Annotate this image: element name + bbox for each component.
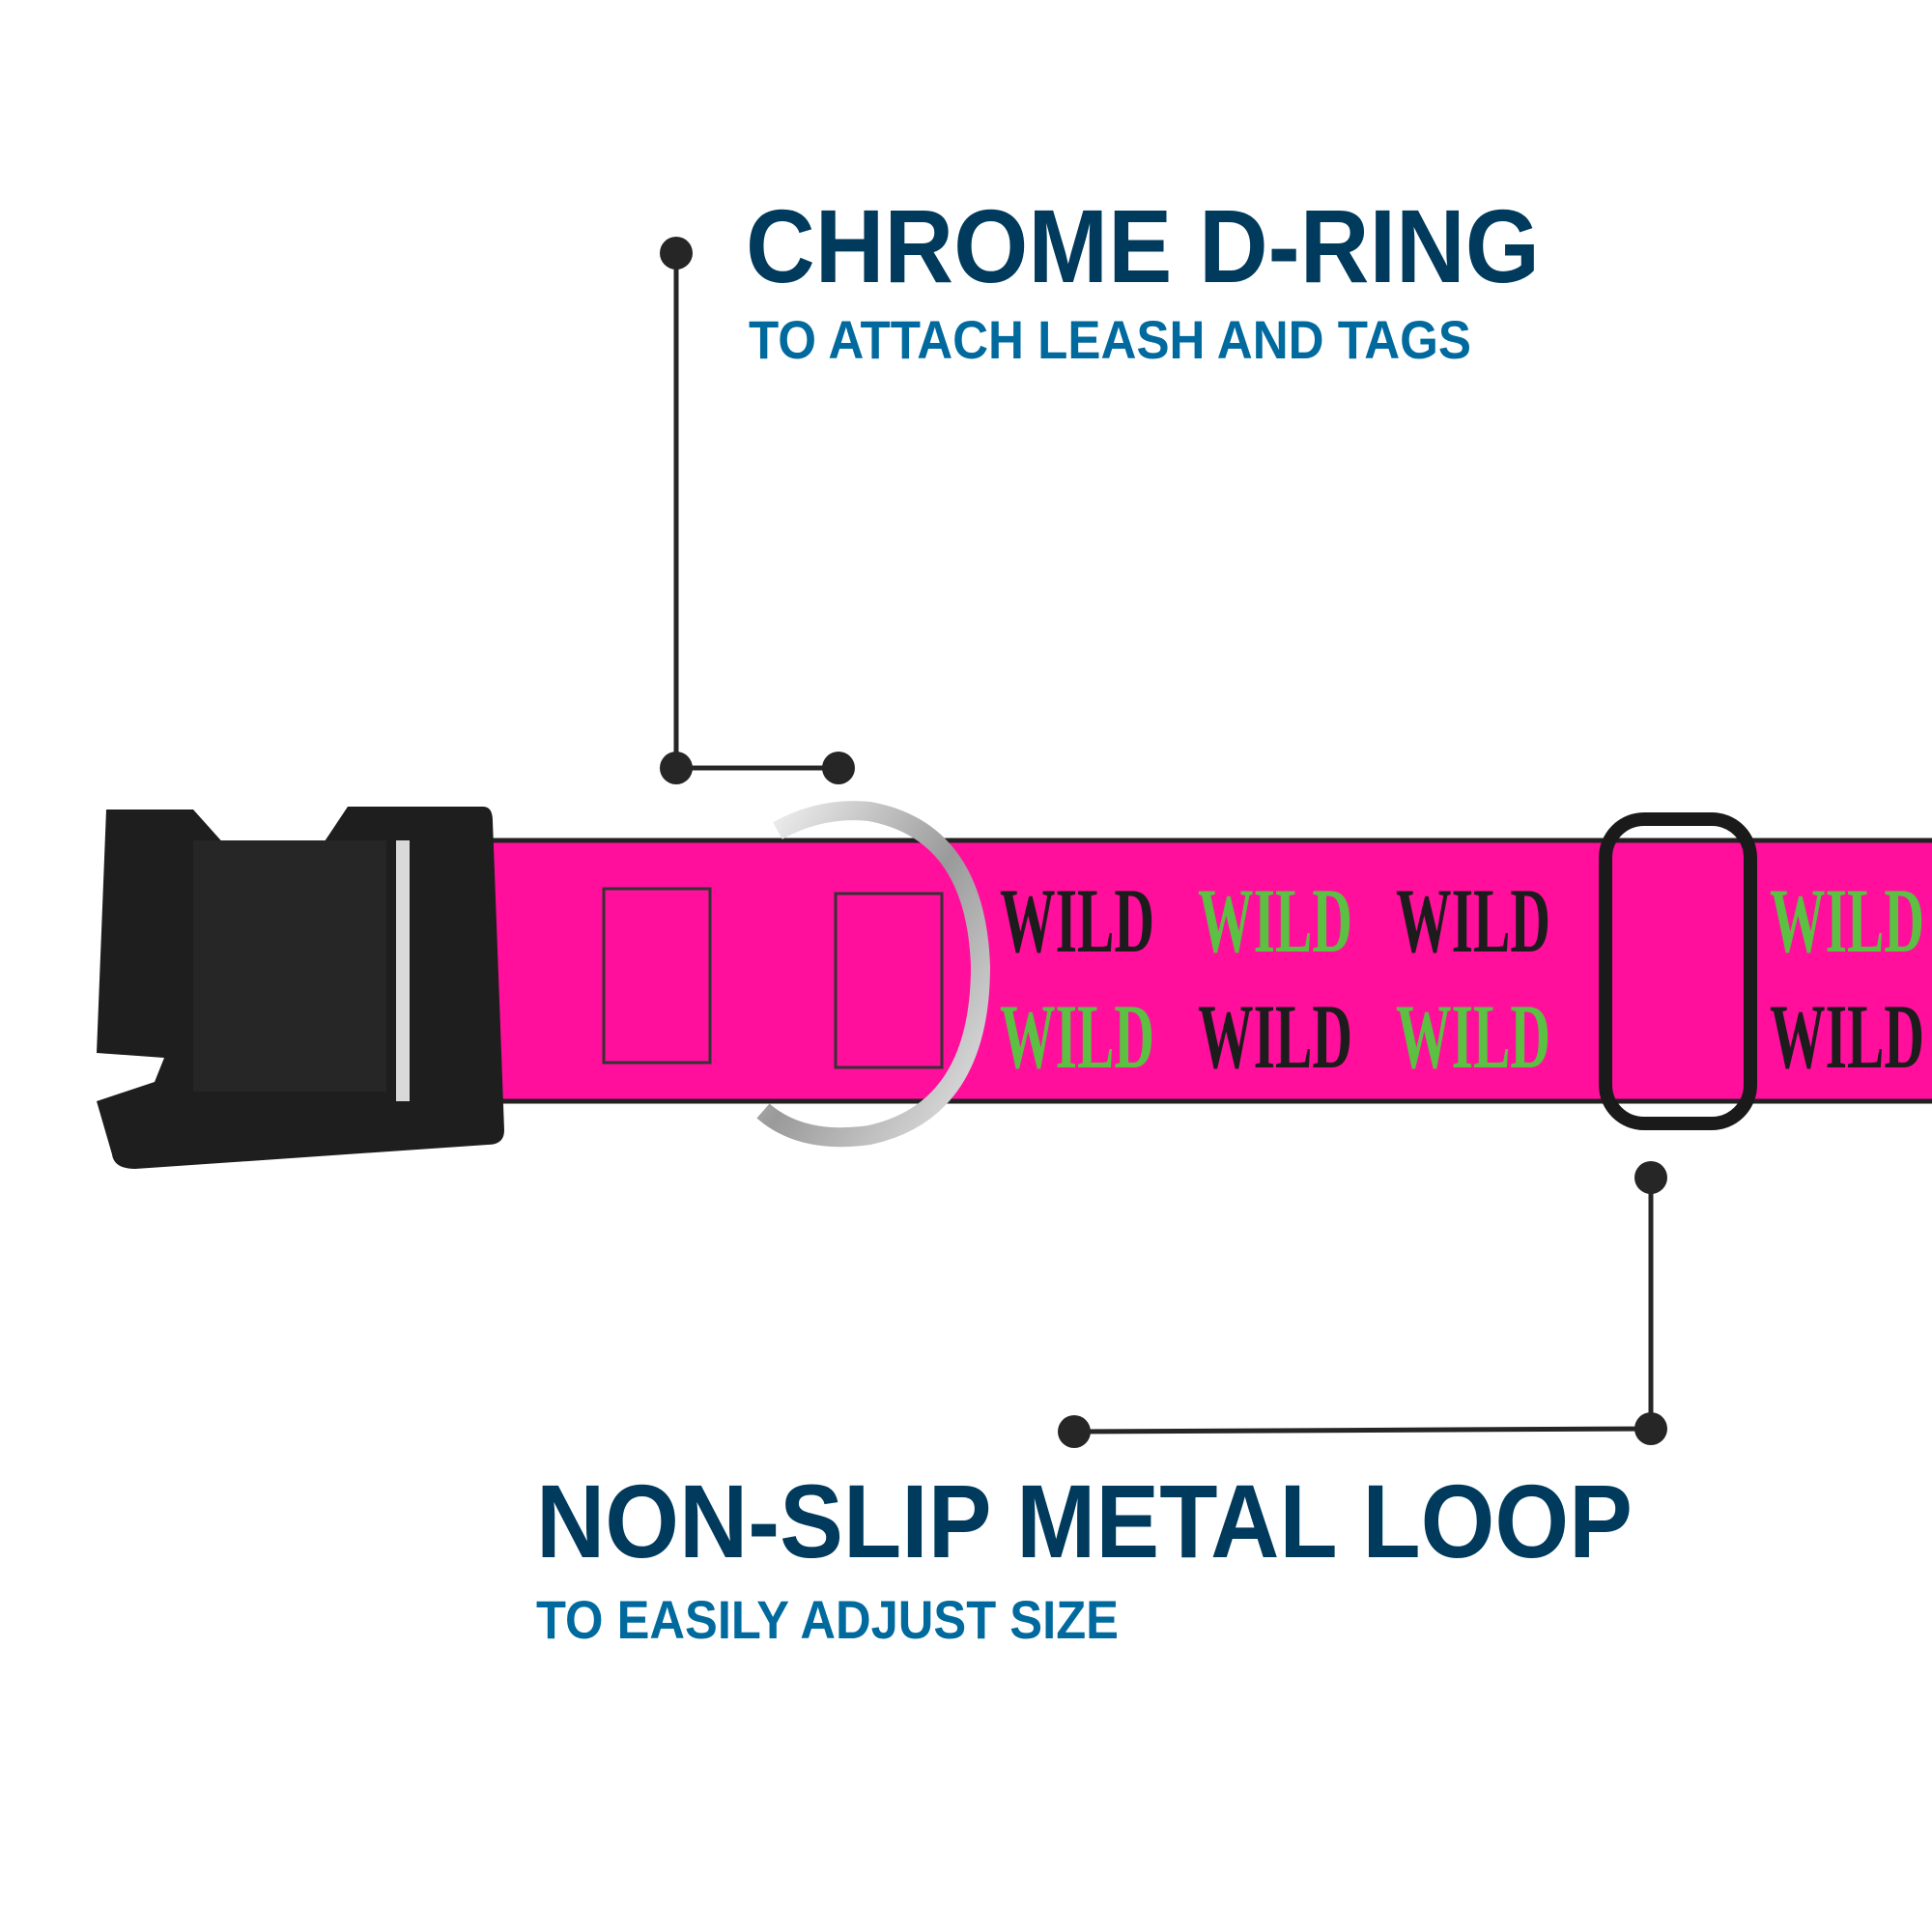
d-ring (602, 801, 991, 1148)
callout-dot (822, 752, 855, 784)
pattern-text: WILD (1396, 869, 1550, 972)
callout-dot (1634, 1412, 1667, 1445)
callout-dot (1058, 1415, 1091, 1448)
buckle (97, 807, 504, 1169)
pattern-text: WILD (1000, 985, 1154, 1088)
pattern-text: WILD (1000, 869, 1154, 972)
d-ring-subtitle: TO ATTACH LEASH AND TAGS (749, 309, 1471, 370)
d-ring-title: CHROME D-RING (746, 187, 1540, 304)
pattern-text: WILD (1770, 985, 1924, 1088)
pattern-text: WILD (1396, 985, 1550, 1088)
loop-callout: NON-SLIP METAL LOOP TO EASILY ADJUST SIZ… (536, 1161, 1667, 1650)
pattern-text: WILD (1198, 985, 1352, 1088)
callout-dot (660, 752, 693, 784)
d-ring-callout: CHROME D-RING TO ATTACH LEASH AND TAGS (660, 187, 1540, 784)
metal-loop (1599, 812, 1757, 1130)
loop-subtitle: TO EASILY ADJUST SIZE (536, 1589, 1119, 1650)
pattern-text: WILD (1198, 869, 1352, 972)
callout-dot (660, 237, 693, 270)
pattern-text: WILD (1770, 869, 1924, 972)
collar-pattern: WILD WILD WILD WILD WILD WILD WILD WILD (1000, 869, 1924, 1088)
collar-band (406, 838, 1932, 1104)
callout-dot (1634, 1161, 1667, 1194)
loop-title: NON-SLIP METAL LOOP (536, 1463, 1633, 1579)
